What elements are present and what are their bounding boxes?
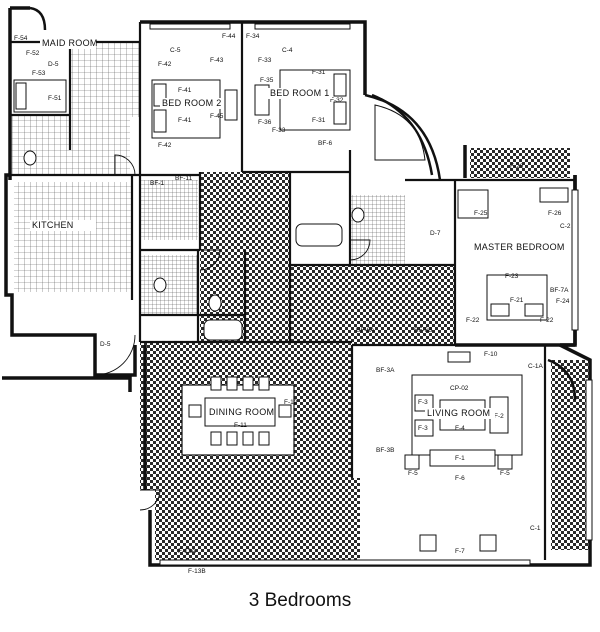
outer-walls bbox=[2, 6, 592, 567]
code-f32: F-32 bbox=[330, 97, 344, 104]
code-c5: C-5 bbox=[170, 47, 181, 54]
code-f21: F-21 bbox=[510, 297, 524, 304]
code-f4: F-4 bbox=[455, 425, 465, 432]
code-cp02: CP-02 bbox=[450, 385, 469, 392]
code-f7: F-7 bbox=[455, 548, 465, 555]
code-f13b: F-13B bbox=[188, 568, 206, 575]
code-f42: F-42 bbox=[158, 142, 172, 149]
code-f34: F-34 bbox=[246, 33, 260, 40]
label-maid-room: MAID ROOM bbox=[42, 38, 98, 48]
label-living-room: LIVING ROOM bbox=[427, 408, 490, 418]
code-bf11: BF-11 bbox=[175, 175, 193, 182]
code-d5: D-5 bbox=[48, 61, 59, 68]
windows bbox=[149, 23, 593, 566]
floor-plan: F-54 F-52 D-5 F-53 F-51 F-44 C-5 F-43 F-… bbox=[2, 6, 593, 575]
plan-caption: 3 Bedrooms bbox=[248, 590, 352, 611]
label-bed-room-2: BED ROOM 2 bbox=[162, 98, 222, 108]
code-f5: F-5 bbox=[408, 470, 418, 477]
code-bf3b: BF-3B bbox=[376, 447, 394, 454]
code-f10: F-10 bbox=[484, 351, 498, 358]
label-dining-room: DINING ROOM bbox=[209, 407, 274, 417]
code-f41: F-41 bbox=[178, 87, 192, 94]
code-f26: F-26 bbox=[548, 210, 562, 217]
door-swings bbox=[94, 154, 371, 511]
code-f43: F-43 bbox=[210, 57, 224, 64]
code-f45: F-45 bbox=[210, 113, 224, 120]
code-c2: C-2 bbox=[560, 223, 571, 230]
code-f36: F-36 bbox=[258, 119, 272, 126]
code-f51: F-51 bbox=[48, 95, 62, 102]
jacuzzi-tub bbox=[374, 104, 426, 161]
code-f35: F-35 bbox=[260, 77, 274, 84]
code-f53: F-53 bbox=[32, 70, 46, 77]
code-f1: F-1 bbox=[455, 455, 465, 462]
code-bf6a: BF-6A bbox=[356, 327, 375, 334]
code-bf7a: BF-7A bbox=[550, 287, 569, 294]
code-d7: D-7 bbox=[430, 230, 441, 237]
room-labels: MAID ROOM BED ROOM 2 BED ROOM 1 KITCHEN … bbox=[30, 38, 565, 419]
code-f42: F-42 bbox=[158, 61, 172, 68]
code-f31: F-31 bbox=[312, 117, 326, 124]
code-f54: F-54 bbox=[14, 35, 28, 42]
armchair bbox=[457, 189, 489, 219]
code-c1a: C-1A bbox=[528, 363, 543, 370]
code-f2: F-2 bbox=[494, 413, 504, 420]
dining-chairs bbox=[188, 376, 292, 446]
code-bf3a: BF-3A bbox=[376, 367, 395, 374]
code-f23: F-23 bbox=[505, 273, 519, 280]
code-c1: C-1 bbox=[530, 525, 541, 532]
code-f11: F-11 bbox=[234, 422, 247, 429]
code-f25: F-25 bbox=[474, 210, 488, 217]
code-f33: F-33 bbox=[258, 57, 272, 64]
code-f22: F-22 bbox=[466, 317, 480, 324]
code-c4: C-4 bbox=[282, 47, 293, 54]
code-f22: F-22 bbox=[540, 317, 554, 324]
label-master-bedroom: MASTER BEDROOM bbox=[474, 242, 565, 252]
code-f12: F-12 bbox=[284, 399, 298, 406]
code-f6: F-6 bbox=[455, 475, 465, 482]
bay-walls bbox=[29, 6, 577, 401]
code-bf1: BF-1 bbox=[150, 180, 164, 187]
code-d5: D-5 bbox=[100, 341, 111, 348]
code-f29: F-29 bbox=[510, 163, 524, 170]
code-f3: F-3 bbox=[418, 425, 428, 432]
code-f33: F-33 bbox=[272, 127, 286, 134]
fixture-codes: F-54 F-52 D-5 F-53 F-51 F-44 C-5 F-43 F-… bbox=[14, 33, 571, 575]
interior-walls bbox=[10, 22, 575, 560]
code-bf6b: BF-6B bbox=[414, 327, 432, 334]
label-bed-room-1: BED ROOM 1 bbox=[270, 88, 330, 98]
code-f5: F-5 bbox=[500, 470, 510, 477]
code-f13a: F-13A bbox=[178, 548, 196, 555]
code-f24: F-24 bbox=[556, 298, 570, 305]
label-kitchen: KITCHEN bbox=[32, 220, 74, 230]
code-f41: F-41 bbox=[178, 117, 192, 124]
code-f52: F-52 bbox=[26, 50, 40, 57]
code-bf6: BF-6 bbox=[318, 140, 332, 147]
sofa bbox=[429, 449, 496, 467]
code-f44: F-44 bbox=[222, 33, 236, 40]
bathtub bbox=[295, 223, 343, 247]
bathtub bbox=[203, 319, 243, 341]
code-f3: F-3 bbox=[418, 399, 428, 406]
code-f31: F-31 bbox=[312, 69, 326, 76]
dresser bbox=[224, 89, 238, 121]
